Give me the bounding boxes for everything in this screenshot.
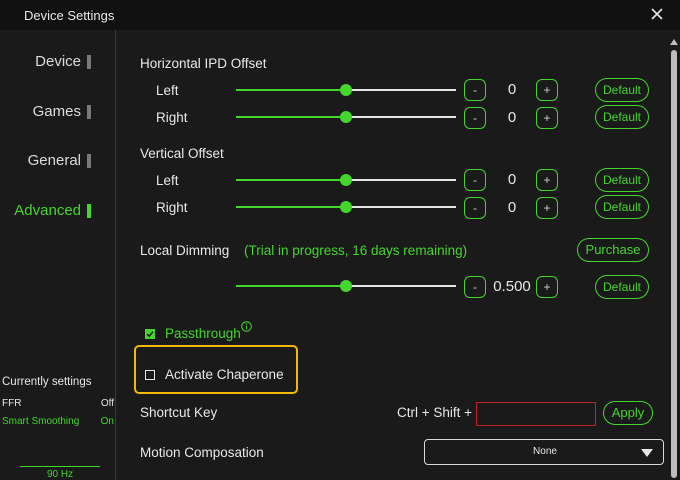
sidebar-item-games[interactable]: Games (33, 103, 91, 120)
nav-indicator (87, 203, 91, 218)
sidebar-item-label: Advanced (14, 202, 81, 219)
setting-value: On (100, 416, 114, 427)
slider-track (346, 206, 456, 208)
slider-track (346, 285, 456, 287)
local-dimming-plus-button[interactable]: + (536, 276, 558, 298)
v-offset-right-slider[interactable] (236, 201, 456, 213)
sidebar-item-label: Device (35, 53, 81, 70)
v-offset-right-value: 0 (507, 199, 517, 216)
passthrough-label[interactable]: Passthrough (165, 326, 241, 341)
slider-thumb[interactable] (340, 84, 352, 96)
v-offset-left-default-button[interactable]: Default (595, 168, 649, 192)
title-bar: Device Settings (0, 0, 680, 30)
h-ipd-right-slider[interactable] (236, 111, 456, 123)
shortcut-key-label: Shortcut Key (140, 405, 218, 420)
chaperone-checkbox[interactable] (145, 370, 155, 380)
chevron-down-icon (641, 449, 653, 457)
local-dimming-minus-button[interactable]: - (464, 276, 486, 298)
motion-composition-select[interactable]: None (424, 439, 664, 465)
horizontal-ipd-title: Horizontal IPD Offset (140, 56, 267, 71)
passthrough-checkbox[interactable] (145, 329, 155, 339)
window-title: Device Settings (24, 8, 115, 23)
v-offset-left-minus-button[interactable]: - (464, 169, 486, 191)
info-icon[interactable] (241, 321, 252, 332)
local-dimming-slider[interactable] (236, 280, 456, 292)
h-ipd-right-value: 0 (507, 109, 517, 126)
h-ipd-left-default-button[interactable]: Default (595, 78, 649, 102)
h-ipd-left-minus-button[interactable]: - (464, 79, 486, 101)
sidebar: Device Games General Advanced Currently … (0, 30, 116, 480)
h-ipd-left-slider[interactable] (236, 84, 456, 96)
h-ipd-right-default-button[interactable]: Default (595, 105, 649, 129)
h-ipd-right-plus-button[interactable]: + (536, 107, 558, 129)
h-ipd-left-plus-button[interactable]: + (536, 79, 558, 101)
sidebar-item-general[interactable]: General (28, 152, 91, 169)
motion-composition-label: Motion Composation (140, 445, 264, 460)
nav-indicator (87, 54, 91, 69)
v-offset-left-slider[interactable] (236, 174, 456, 186)
nav-indicator (87, 153, 91, 168)
slider-fill (236, 206, 346, 208)
local-dimming-title: Local Dimming (140, 243, 230, 258)
sidebar-item-label: General (27, 152, 81, 169)
scrollbar-thumb[interactable] (671, 50, 677, 478)
vertical-offset-title: Vertical Offset (140, 146, 224, 161)
slider-thumb[interactable] (340, 111, 352, 123)
refresh-rate: 90 Hz (20, 466, 100, 480)
slider-track (346, 89, 456, 91)
h-ipd-left-value: 0 (507, 81, 517, 98)
local-dimming-value: 0.500 (493, 278, 531, 295)
slider-track (346, 179, 456, 181)
slider-thumb[interactable] (340, 280, 352, 292)
setting-key: FFR (2, 398, 22, 409)
slider-track (346, 116, 456, 118)
slider-fill (236, 116, 346, 118)
chaperone-label[interactable]: Activate Chaperone (165, 367, 284, 382)
slider-fill (236, 89, 346, 91)
chaperone-highlight-box (134, 345, 298, 394)
slider-fill (236, 179, 346, 181)
h-ipd-left-label: Left (156, 83, 179, 98)
purchase-button[interactable]: Purchase (577, 238, 649, 262)
h-ipd-right-label: Right (156, 110, 188, 125)
advanced-settings-panel: Horizontal IPD Offset Left - 0 + Default… (117, 30, 680, 480)
setting-key: Smart Smoothing (2, 416, 80, 427)
setting-value: Off (100, 398, 114, 409)
v-offset-right-default-button[interactable]: Default (595, 195, 649, 219)
close-icon[interactable] (648, 5, 666, 23)
current-settings-title: Currently settings (2, 376, 92, 388)
v-offset-left-plus-button[interactable]: + (536, 169, 558, 191)
nav-indicator (87, 104, 91, 119)
selected-value: None (533, 446, 557, 457)
v-offset-right-label: Right (156, 200, 188, 215)
scroll-up-icon[interactable] (670, 38, 678, 46)
h-ipd-right-minus-button[interactable]: - (464, 107, 486, 129)
sidebar-item-advanced[interactable]: Advanced (14, 202, 91, 219)
local-dimming-default-button[interactable]: Default (595, 275, 649, 299)
trial-status: (Trial in progress, 16 days remaining) (244, 243, 468, 258)
sidebar-item-label: Games (32, 103, 81, 120)
v-offset-left-label: Left (156, 173, 179, 188)
apply-button[interactable]: Apply (603, 401, 653, 425)
slider-fill (236, 285, 346, 287)
v-offset-right-minus-button[interactable]: - (464, 197, 486, 219)
v-offset-left-value: 0 (507, 171, 517, 188)
v-offset-right-plus-button[interactable]: + (536, 197, 558, 219)
shortcut-key-input[interactable] (476, 402, 596, 426)
slider-thumb[interactable] (340, 174, 352, 186)
shortcut-combo: Ctrl + Shift + (397, 405, 473, 420)
sidebar-item-device[interactable]: Device (35, 53, 91, 70)
slider-thumb[interactable] (340, 201, 352, 213)
